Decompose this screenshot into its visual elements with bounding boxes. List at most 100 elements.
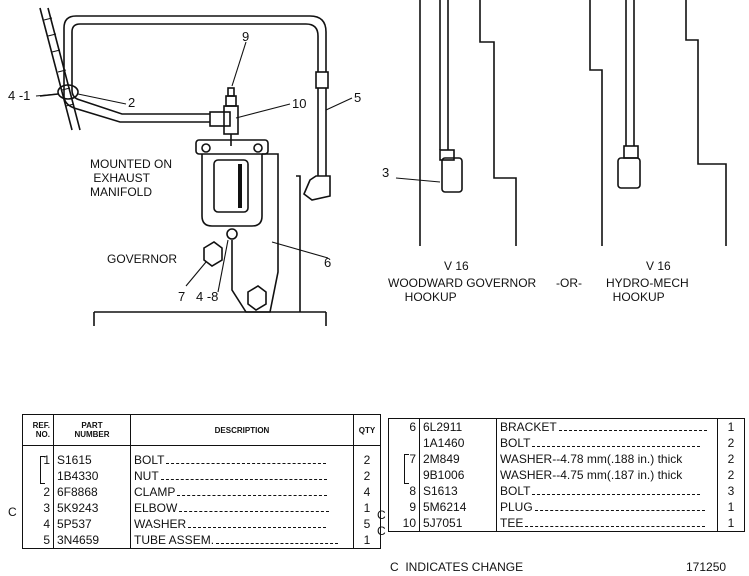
qty-cell: 4 — [363, 484, 371, 499]
header-qty: QTY — [353, 414, 381, 446]
note-mounted-on-exhaust-manifold: MOUNTED ON EXHAUST MANIFOLD — [90, 157, 172, 199]
change-mark-row-9: C — [377, 508, 386, 522]
desc-cell: NUT — [134, 468, 159, 483]
change-mark-row-10: C — [377, 524, 386, 538]
label-woodward-governor-hookup: WOODWARD GOVERNOR HOOKUP — [388, 276, 537, 304]
part-cell: 5J7051 — [419, 515, 497, 532]
callout-9: 9 — [242, 29, 250, 44]
header-part-number: PART NUMBER — [53, 414, 131, 446]
part-cell: 1A1460 — [419, 435, 497, 451]
callout-10: 10 — [292, 96, 307, 111]
desc-cell: BRACKET — [500, 420, 557, 434]
ref-cell: 6 — [388, 418, 420, 435]
bracket — [93, 153, 327, 326]
part-cell: 9B1006 — [419, 467, 497, 483]
desc-cell: PLUG — [500, 500, 533, 514]
ref-cell: 3 — [22, 499, 54, 516]
tee-fitting — [209, 87, 239, 146]
qty-cell: 2 — [363, 452, 371, 467]
woodward-hookup — [395, 0, 517, 246]
desc-cell: BOLT — [500, 484, 531, 498]
qty-cell: 1 — [727, 500, 735, 514]
desc-cell: CLAMP — [134, 484, 176, 499]
change-mark-row-3: C — [8, 505, 17, 519]
part-cell: 1B4330 — [53, 467, 131, 484]
callout-7: 7 — [178, 289, 186, 304]
header-description: DESCRIPTION — [130, 414, 354, 446]
label-v16-woodward: V 16 — [444, 259, 469, 273]
part-cell: 6F8868 — [53, 483, 131, 500]
desc-cell: ELBOW — [134, 500, 178, 515]
part-cell: S1615 — [53, 451, 131, 468]
ref-cell — [388, 435, 420, 451]
qty-cell: 2 — [727, 452, 735, 466]
label-or: -OR- — [556, 276, 582, 290]
ref-cell: 8 — [388, 483, 420, 499]
group-bracket-right — [404, 454, 409, 484]
ref-cell: 2 — [22, 483, 54, 500]
ref-cell: 5 — [22, 531, 54, 548]
qty-cell: 1 — [727, 516, 735, 530]
label-hydro-mech-hookup: HYDRO-MECH HOOKUP — [606, 276, 689, 304]
qty-cell: 2 — [727, 436, 735, 450]
part-cell: S1613 — [419, 483, 497, 499]
part-cell: 2M849 — [419, 451, 497, 467]
desc-cell: BOLT — [500, 436, 531, 450]
qty-cell: 2 — [727, 468, 735, 482]
ref-cell: 9 — [388, 499, 420, 515]
desc-cell: WASHER--4.78 mm(.188 in.) thick — [496, 451, 718, 467]
callout-2: 2 — [128, 95, 136, 110]
part-cell: 5K9243 — [53, 499, 131, 516]
callout-3: 3 — [382, 165, 390, 180]
label-v16-hydro: V 16 — [646, 259, 671, 273]
callout-4-8: 4 -8 — [196, 289, 219, 304]
leader-lines — [35, 41, 353, 293]
part-cell: 6L2911 — [419, 418, 497, 435]
ref-cell: 4 — [22, 515, 54, 532]
change-legend: C INDICATES CHANGE — [390, 560, 524, 574]
tube-assembly — [63, 15, 331, 201]
governor-piping-diagram — [35, 0, 727, 326]
qty-cell: 2 — [363, 468, 371, 483]
ref-cell — [22, 467, 54, 484]
desc-cell: TUBE ASSEM. — [134, 532, 215, 547]
part-cell: 3N4659 — [53, 531, 131, 548]
governor-body — [195, 139, 269, 240]
qty-cell: 1 — [727, 420, 735, 434]
desc-cell: WASHER — [134, 516, 187, 531]
hydro-mech-hookup — [589, 0, 727, 246]
header-ref-no: REF. NO. — [22, 414, 54, 446]
table-row — [22, 445, 381, 452]
qty-cell: 5 — [363, 516, 371, 531]
note-governor: GOVERNOR — [107, 252, 178, 266]
part-cell: 5P537 — [53, 515, 131, 532]
figure-number: 171250 — [686, 560, 727, 574]
part-cell: 5M6214 — [419, 499, 497, 515]
desc-cell: WASHER--4.75 mm(.187 in.) thick — [496, 467, 718, 483]
qty-cell: 1 — [363, 532, 371, 547]
callout-5: 5 — [354, 90, 362, 105]
ref-cell: 10 — [388, 515, 420, 532]
group-bracket-left — [40, 456, 45, 484]
ref-cell: 1 — [22, 451, 54, 468]
desc-cell: BOLT — [134, 452, 165, 467]
callout-4-1: 4 -1 — [8, 88, 31, 103]
callout-6: 6 — [324, 255, 332, 270]
qty-cell: 1 — [363, 500, 371, 515]
qty-cell: 3 — [727, 484, 735, 498]
desc-cell: TEE — [500, 516, 524, 530]
